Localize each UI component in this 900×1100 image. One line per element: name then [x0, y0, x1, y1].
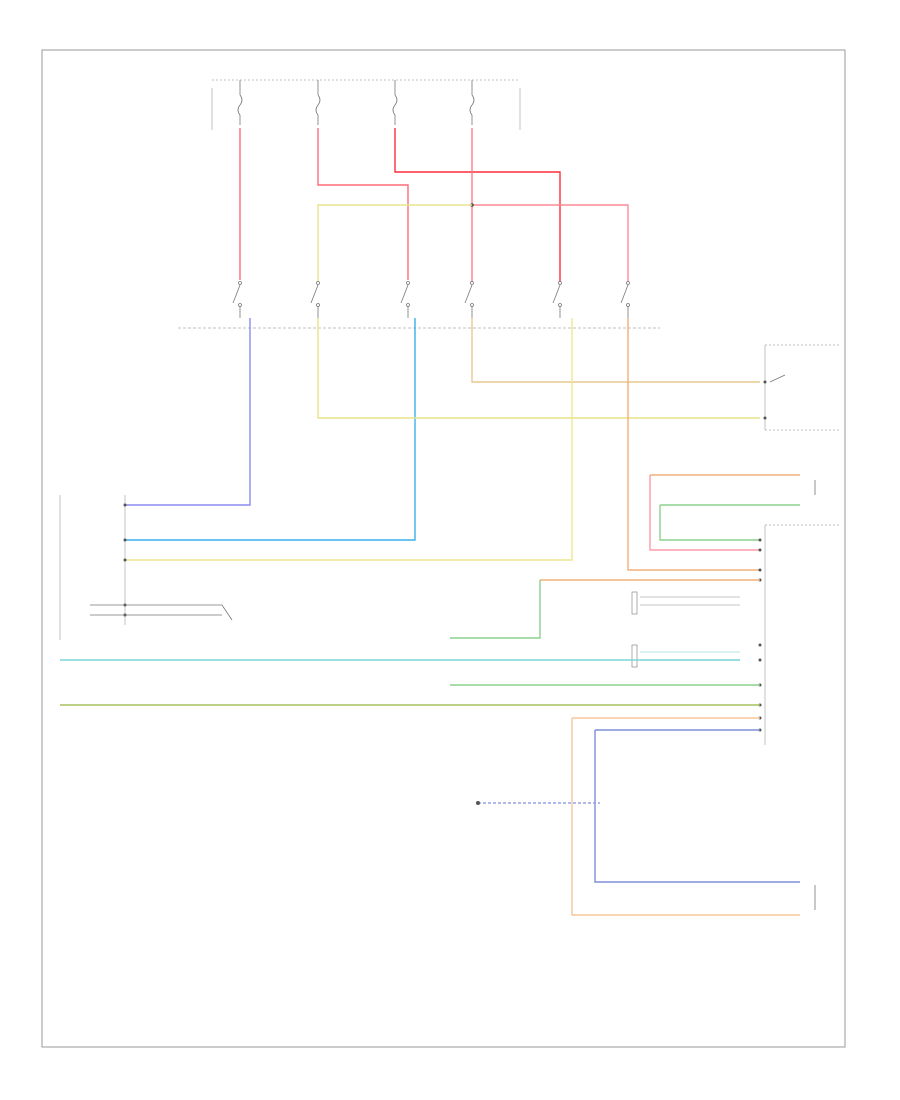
relay-switch-row [178, 281, 660, 329]
power-wires [239, 128, 629, 282]
diagram-frame [41, 49, 846, 1048]
bus-wires [60, 659, 800, 916]
fuse-4 [469, 80, 475, 125]
fuse-block [211, 79, 521, 130]
fuse-2 [315, 80, 321, 125]
signal-wires [125, 318, 760, 571]
switch-4 [464, 281, 474, 318]
switch-6 [620, 281, 630, 318]
switch-2 [310, 281, 320, 318]
right-connector-a [649, 474, 816, 551]
fuse-1 [237, 80, 243, 125]
instrument-cluster [59, 495, 233, 640]
fuse-3 [392, 80, 398, 125]
yellow-loop-wire [317, 204, 472, 282]
right-connector-b [450, 579, 760, 668]
relay-box [763, 344, 840, 431]
switch-5 [552, 281, 562, 318]
switch-3 [400, 281, 410, 318]
switch-1 [232, 281, 242, 318]
control-module [758, 524, 840, 745]
